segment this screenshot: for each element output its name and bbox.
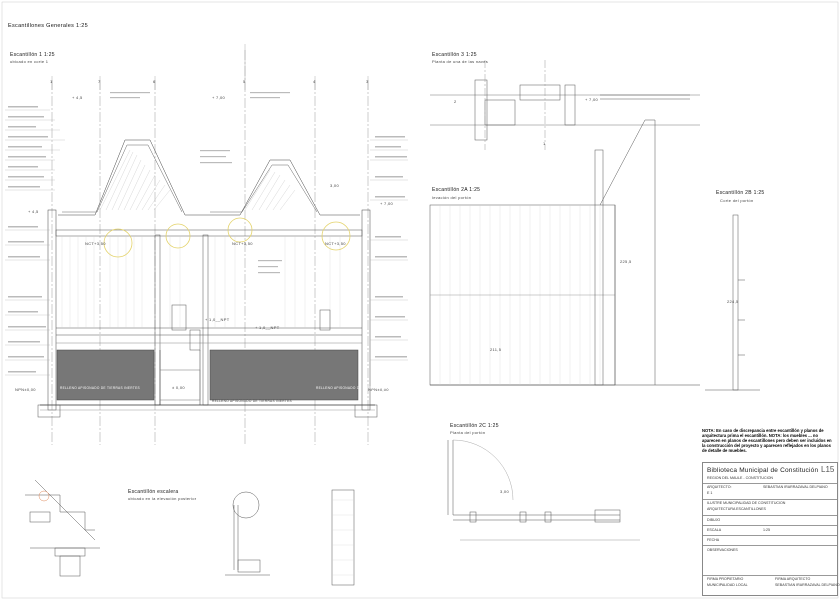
grid-axis-label: 3 <box>366 79 369 84</box>
level-mark: ± 0,00 <box>172 385 185 390</box>
wall-detail <box>331 489 355 586</box>
content-line: ARQUITECTURA ESCANTILLONES <box>707 507 766 511</box>
owner-name: MUNICIPALIDAD LOCAL <box>707 583 748 587</box>
fill-label: RELLENO APISONADO DE TIERRAS INERTES <box>212 399 292 403</box>
fill-label: RELLENO APISONADO DE TIERRAS INERTES <box>316 386 396 390</box>
observaciones-label: OBSERVACIONES <box>707 548 738 552</box>
owner-signature-label: FIRMA PROPIETARIO <box>707 577 744 581</box>
architect-name: SEBASTIAN IRARRAZAVAL DELPIANO <box>763 485 828 489</box>
grid-axis-label: 6 <box>153 79 156 84</box>
escalera-detail <box>225 491 270 576</box>
fecha-label: FECHA <box>707 538 720 542</box>
architect-signature-name: SEBASTIAN IRARRAZAVAL DELPIANO <box>775 583 840 587</box>
client-line: ILUSTRE MUNICIPALIDAD DE CONSTITUCION <box>707 501 786 505</box>
stair-detail <box>25 479 100 577</box>
level-mark: NCT+3,50 <box>232 241 253 246</box>
architect-label: ARQUITECTO: <box>707 485 732 489</box>
esc1-subtitle: ubicado en corte 1 <box>10 59 49 64</box>
esc2c-subtitle: Planta del portón <box>450 430 486 435</box>
architect-code: E 1 <box>707 491 713 495</box>
project-location: REGION DEL MAULE - CONSTITUCION <box>707 476 773 480</box>
grid-axis-label: 7 <box>98 79 101 84</box>
dibujo-label: DIBUJO <box>707 518 721 522</box>
architect-signature-label: FIRMA ARQUITECTO <box>775 577 811 581</box>
escantillon-2a-elevation <box>429 119 700 386</box>
level-mark: + 7,00 <box>380 201 394 206</box>
escantillon-2b-section <box>705 214 760 391</box>
dimension: 211,5 <box>490 347 502 352</box>
grid-axis-label: 4 <box>313 79 316 84</box>
fill-label: RELLENO APISONADO DE TIERRAS INERTES <box>60 386 140 390</box>
esc2b-title: Escantillón 2B 1:25 <box>716 190 765 196</box>
escalera-title: Escantillón escalera <box>128 489 179 495</box>
level-mark: + 1,0__NPT <box>205 317 230 322</box>
grid-axis-label: 2 <box>454 99 457 104</box>
esc2b-subtitle: Corte del portón <box>720 198 754 203</box>
fill-blocks <box>56 349 359 401</box>
level-mark: NPN±0,00 <box>368 387 389 392</box>
esc3-subtitle: Planta de una de las naves <box>432 59 489 64</box>
general-note: NOTA: En caso de discrepancia entre esca… <box>702 428 832 453</box>
escantillon-3-plan <box>430 60 700 150</box>
grid-axis-label: 1 <box>543 141 546 146</box>
detail-callouts <box>103 217 351 258</box>
esc3-title: Escantillón 3 1:25 <box>432 52 477 58</box>
sheet-title: Escantillones Generales 1:25 <box>8 23 88 29</box>
level-mark: NPN±0,00 <box>15 387 36 392</box>
sheet-number: L15 <box>821 465 835 474</box>
level-mark: NCT+3,50 <box>85 241 106 246</box>
level-mark: + 7,00 <box>212 95 226 100</box>
dimension: 3,00 <box>500 489 509 494</box>
dimension: 224,5 <box>727 299 739 304</box>
escalera-subtitle: ubicado en la elevación posterior <box>128 496 197 501</box>
grid-axis-label: 1 <box>50 79 53 84</box>
grid-axis-label: 5 <box>243 79 246 84</box>
level-mark: + 7,00 <box>585 97 599 102</box>
dimension: 225,5 <box>620 259 632 264</box>
esc2c-title: Escantillón 2C 1:25 <box>450 423 499 429</box>
title-block: Biblioteca Municipal de Constitución L15… <box>702 462 840 596</box>
level-mark: 3,00 <box>330 183 339 188</box>
level-mark: + 1,0__NPT <box>255 325 280 330</box>
level-mark: + 4,5 <box>28 209 39 214</box>
project-name: Biblioteca Municipal de Constitución <box>707 467 819 474</box>
esc2a-subtitle: levación del portón <box>432 195 472 200</box>
level-mark: NCT+3,50 <box>325 241 346 246</box>
esc2a-title: Escantillón 2A 1:25 <box>432 187 481 193</box>
level-mark: + 4,5 <box>72 95 83 100</box>
escala-label: ESCALA <box>707 528 722 532</box>
escala-value: 1:25 <box>763 528 770 532</box>
esc1-title: Escantillón 1 1:25 <box>10 52 55 58</box>
escantillon-2c-plan <box>447 439 640 541</box>
